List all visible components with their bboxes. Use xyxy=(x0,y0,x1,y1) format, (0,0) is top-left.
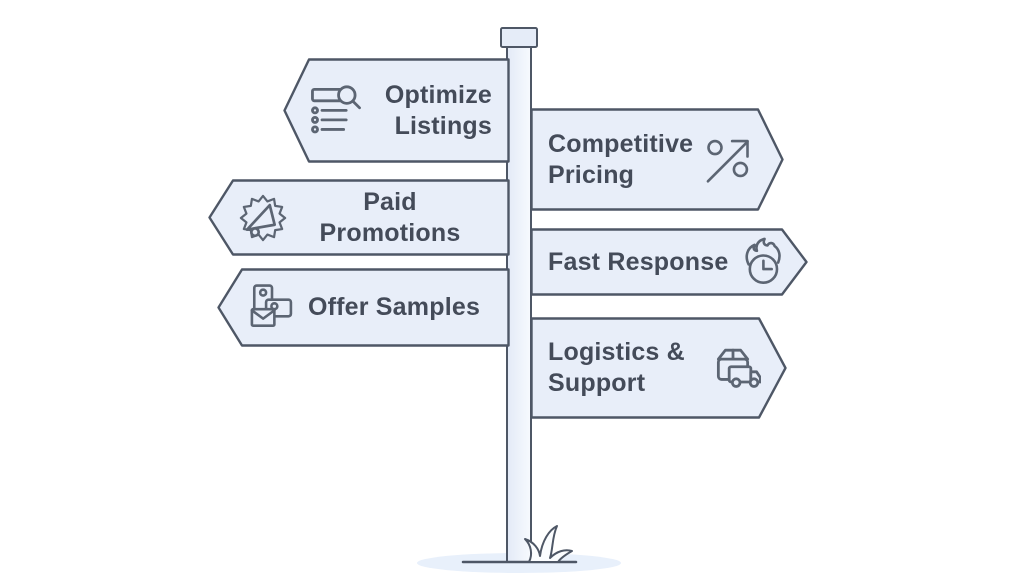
sign-competitive-pricing: Competitive Pricing xyxy=(530,108,784,211)
pole-cap xyxy=(500,27,538,48)
sign-shape xyxy=(530,228,808,296)
sign-shape xyxy=(530,317,787,419)
samples-envelope-icon xyxy=(246,282,298,334)
sign-offer-samples: Offer Samples xyxy=(217,268,510,347)
sign-label: Logistics & Support xyxy=(548,338,685,397)
percent-growth-arrow-icon xyxy=(702,134,754,186)
sign-shape xyxy=(217,268,510,347)
pole xyxy=(506,45,532,563)
sign-shape xyxy=(283,58,510,163)
sign-paid-promotions: Paid Promotions xyxy=(208,179,510,256)
sign-label: Fast Response xyxy=(548,247,729,276)
sign-label: Optimize Listings xyxy=(384,80,492,140)
sign-label: Competitive Pricing xyxy=(548,129,694,189)
sign-optimize-listings: Optimize Listings xyxy=(283,58,510,163)
package-truck-icon xyxy=(705,340,761,396)
list-search-icon xyxy=(308,83,364,139)
sign-shape xyxy=(530,108,784,211)
sign-shape xyxy=(208,179,510,256)
sign-label: Offer Samples xyxy=(307,293,481,321)
grass-tuft xyxy=(524,525,573,563)
sign-label: Paid Promotions xyxy=(319,187,461,247)
sign-logistics-support: Logistics & Support xyxy=(530,317,787,419)
sign-fast-response: Fast Response xyxy=(530,228,808,296)
flaming-clock-icon xyxy=(738,236,790,288)
megaphone-badge-icon xyxy=(236,191,290,245)
